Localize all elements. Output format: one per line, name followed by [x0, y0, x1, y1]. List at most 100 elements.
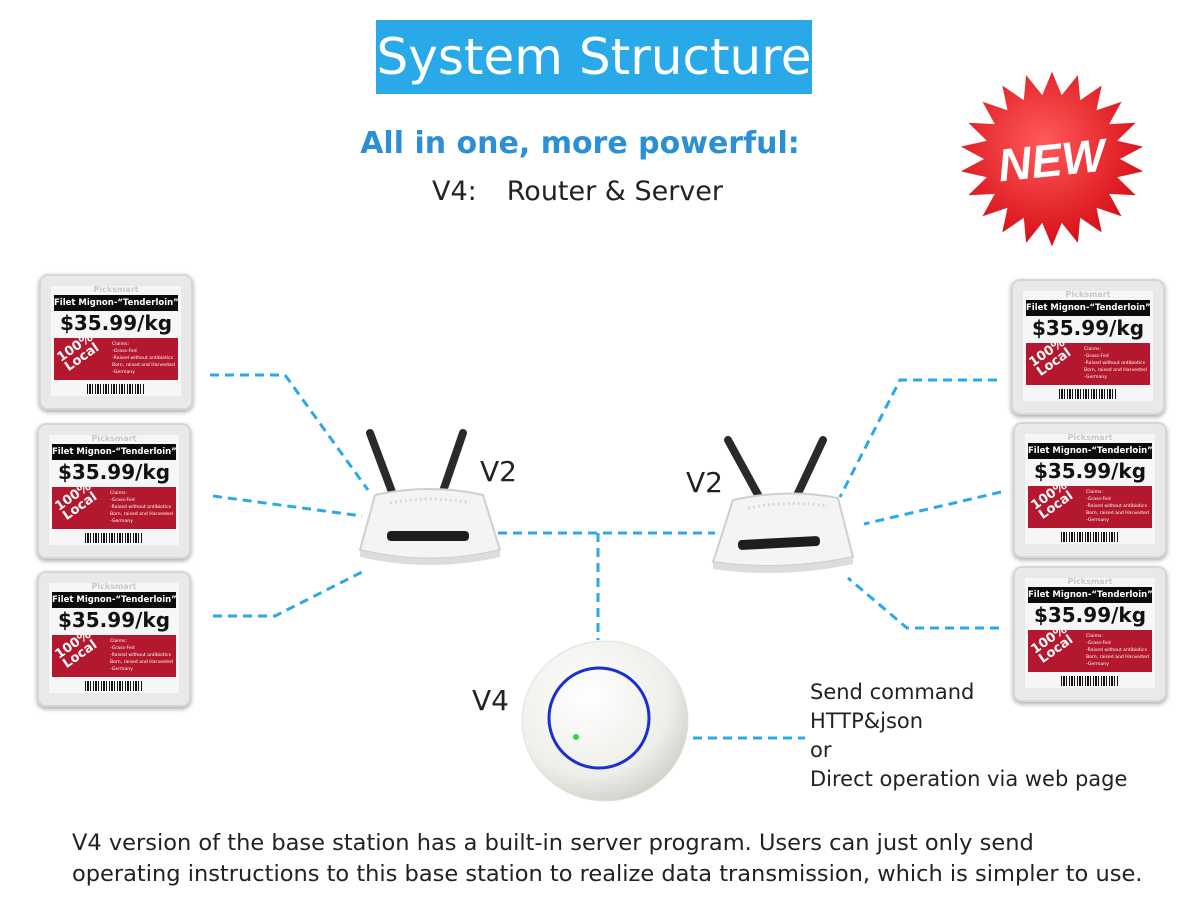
- tag-product-name: Filet Mignon-“Tenderloin”: [1028, 587, 1152, 603]
- new-badge-text: NEW: [995, 128, 1111, 191]
- tag-product-name: Filet Mignon-“Tenderloin”: [52, 444, 176, 460]
- tag-claim-line: -Raised without antibiotics: [1086, 504, 1147, 509]
- tag-claim-line: -Grass-Fed: [110, 646, 135, 651]
- tag-claim-line: Claims:: [1086, 634, 1103, 639]
- tag-brand: Picksmart: [1067, 433, 1113, 442]
- tag-price: $35.99/kg: [57, 608, 171, 632]
- tag-info-panel: 100% Local Claims: -Grass-Fed -Raised witho…: [1028, 630, 1152, 672]
- tag-product-name: Filet Mignon-“Tenderloin”: [1028, 443, 1152, 459]
- tag-barcode: [85, 681, 143, 691]
- tag-local-badge: 100% Local: [1028, 630, 1077, 667]
- tag-claims: Claims: -Grass-Fed -Raised without antibio…: [1086, 489, 1149, 524]
- subtitle: All in one, more powerful:: [360, 126, 800, 161]
- tag-price: $35.99/kg: [1033, 603, 1147, 627]
- tag-info-panel: 100% Local Claims: -Grass-Fed -Raised witho…: [52, 487, 176, 529]
- tag-product-name: Filet Mignon-“Tenderloin”: [52, 592, 176, 608]
- tag-local-badge: 100% Local: [1026, 343, 1075, 380]
- tag-product-name: Filet Mignon-“Tenderloin”: [54, 295, 178, 311]
- tag-claim-line: -Germany: [112, 370, 135, 375]
- tag-claim-line: Claims:: [1086, 490, 1103, 495]
- tag-claim-line: -Raised without antibiotics: [110, 653, 171, 658]
- tag-claims: Claims:-Grass-Fed-Raised without antibio…: [112, 341, 175, 376]
- tag-claim-line: Claims:: [110, 491, 127, 496]
- router-left-label: V2: [480, 455, 517, 488]
- router-right-label: V2: [686, 466, 723, 499]
- tag-claim-line: -Raised without antibiotics: [110, 505, 171, 510]
- tag-claim-line: -Germany: [1086, 662, 1109, 667]
- tag-brand: Picksmart: [93, 285, 139, 294]
- tag-claim-line: Born, raised and Harvested: [112, 363, 175, 368]
- tag-price: $35.99/kg: [59, 311, 173, 335]
- footer-description: V4 version of the base station has a bui…: [72, 828, 1142, 890]
- tag-claim-line: -Raised without antibiotics: [1084, 361, 1145, 366]
- tag-info-panel: 100% Local Claims:-Grass-Fed-Raised witho…: [1026, 343, 1150, 385]
- tag-price: $35.99/kg: [1031, 316, 1145, 340]
- command-line-2: HTTP&json: [810, 709, 924, 733]
- line-tag-right-2: [863, 490, 1002, 526]
- tag-claims: Claims:-Grass-Fed-Raised without antibio…: [1084, 346, 1147, 381]
- tag-barcode: [1061, 676, 1119, 686]
- line-tag-left-2: [212, 494, 363, 518]
- tag-claim-line: Claims:: [1084, 347, 1101, 352]
- tag-brand: Picksmart: [1067, 577, 1113, 586]
- tag-claim-line: Claims:: [112, 342, 129, 347]
- tag-claims: Claims: -Grass-Fed -Raised without antibio…: [110, 638, 173, 673]
- tag-brand: Picksmart: [91, 582, 137, 591]
- command-description: Send command HTTP&json or Direct operati…: [810, 678, 1127, 794]
- tag-price: $35.99/kg: [1033, 459, 1147, 483]
- tag-claim-line: -Germany: [110, 667, 133, 672]
- tag-info-panel: 100% Local Claims:-Grass-Fed-Raised witho…: [54, 338, 178, 380]
- tag-price: $35.99/kg: [57, 460, 171, 484]
- command-line-4: Direct operation via web page: [810, 767, 1128, 791]
- tag-claim-line: -Grass-Fed: [110, 498, 135, 503]
- version-text: Router & Server: [506, 176, 723, 207]
- line-tag-left-1: [210, 373, 370, 491]
- tag-local-badge: 100% Local: [54, 338, 103, 375]
- tag-claim-line: -Germany: [1084, 375, 1107, 380]
- router-left: [358, 429, 502, 565]
- page-title: System Structure: [376, 20, 812, 94]
- new-badge: NEW: [960, 71, 1144, 247]
- tag-claim-line: Born, raised and Harvested: [110, 660, 173, 665]
- starburst-shape: [960, 71, 1144, 247]
- line-tag-right-3: [847, 576, 999, 630]
- tag-claims: Claims: -Grass-Fed -Raised without antibio…: [1086, 633, 1149, 668]
- tag-barcode: [1061, 532, 1119, 542]
- base-station-v4: [521, 640, 689, 802]
- tag-claim-line: Born, raised and Harvested: [1084, 368, 1147, 373]
- footer-line-2: operating instructions to this base stat…: [72, 861, 1143, 887]
- tag-claim-line: -Grass-Fed: [1086, 641, 1111, 646]
- tag-claim-line: Claims:: [110, 639, 127, 644]
- tag-brand: Picksmart: [91, 434, 137, 443]
- tag-claim-line: Born, raised and Harvested: [1086, 511, 1149, 516]
- tag-brand: Picksmart: [1065, 290, 1111, 299]
- command-line-1: Send command: [810, 680, 975, 704]
- tag-local-badge: 100% Local: [52, 487, 101, 524]
- tag-claim-line: -Raised without antibiotics: [112, 356, 173, 361]
- tag-claim-line: Born, raised and Harvested: [110, 512, 173, 517]
- line-tag-left-3: [213, 570, 363, 618]
- tag-claim-line: -Grass-Fed: [1086, 497, 1111, 502]
- version-line: V4:Router & Server: [432, 176, 753, 207]
- tag-claim-line: -Raised without antibiotics: [1086, 648, 1147, 653]
- tag-product-name: Filet Mignon-“Tenderloin”: [1026, 300, 1150, 316]
- footer-line-1: V4 version of the base station has a bui…: [72, 830, 1034, 856]
- tag-barcode: [87, 384, 145, 394]
- line-tag-right-1: [838, 378, 997, 498]
- router-right: [711, 436, 855, 573]
- command-line-3: or: [810, 738, 832, 762]
- base-station-label: V4: [472, 684, 509, 717]
